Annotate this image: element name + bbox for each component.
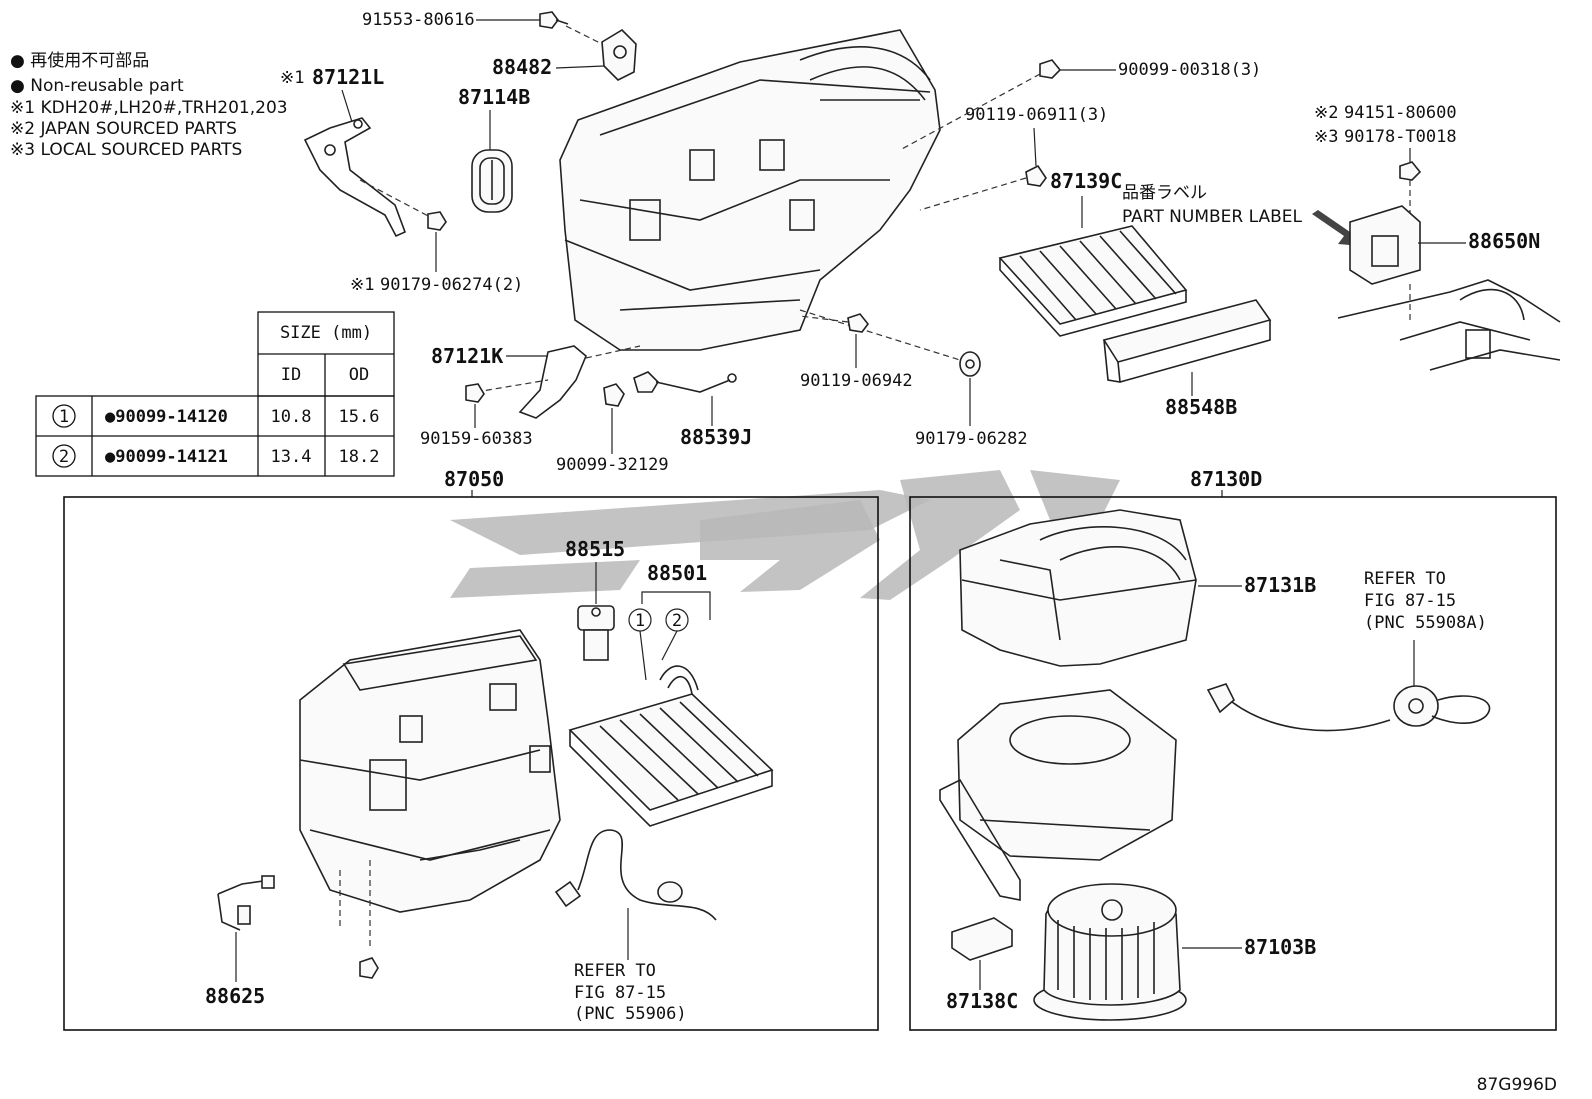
bolt-90119-06942-drawing (847, 313, 870, 333)
label-part-number-label-en: PART NUMBER LABEL (1122, 207, 1302, 227)
bolt-90099-00318-drawing (1039, 59, 1062, 79)
table-row-2-od: 18.2 (339, 447, 380, 467)
legend-line-5: ※3 LOCAL SOURCED PARTS (10, 140, 242, 160)
label-refer-a-line1: REFER TO (1364, 569, 1446, 589)
screw-91553-drawing (539, 11, 569, 29)
label-88482: 88482 (492, 55, 552, 79)
legend-line-3: ※1 KDH20#,LH20#,TRH201,203 (10, 98, 288, 118)
label-88650n: 88650N (1468, 229, 1540, 253)
label-88501: 88501 (647, 561, 707, 585)
label-91553-80616: 91553-80616 (362, 10, 475, 30)
label-94151-note: ※2 (1314, 103, 1338, 123)
bracket-87121l-drawing (303, 117, 447, 238)
label-90178-note: ※3 (1314, 127, 1338, 147)
grommet-87114b-drawing (471, 149, 513, 213)
table-col-od: OD (349, 365, 369, 385)
label-circle-1: 1 (635, 611, 645, 631)
table-row-2-num: 2 (59, 447, 69, 467)
label-88539j: 88539J (680, 425, 752, 449)
label-part-number-label-jp: 品番ラベル (1122, 183, 1207, 203)
box-87130d (909, 496, 1557, 1031)
label-refer-b-line2: FIG 87-15 (574, 983, 666, 1003)
label-refer-b-line1: REFER TO (574, 961, 656, 981)
label-refer-b-line3: (PNC 55906) (574, 1004, 687, 1024)
table-row-1-id: 10.8 (271, 407, 312, 427)
table-row-1-num: 1 (59, 407, 69, 427)
label-refer-a-line2: FIG 87-15 (1364, 591, 1456, 611)
table-row-1-part: ●90099-14120 (105, 407, 228, 427)
evaporator-88501-drawing (568, 665, 774, 827)
blower-case-87131b-drawing (959, 509, 1197, 667)
label-87114b: 87114B (458, 85, 530, 109)
table-size-header: SIZE (mm) (280, 323, 372, 343)
label-90179-06274-note: ※1 (350, 275, 374, 295)
label-90179-06274: 90179-06274(2) (380, 275, 523, 295)
label-87139c: 87139C (1050, 169, 1122, 193)
label-87121l: 87121L (312, 65, 384, 89)
blower-motor-87103b-drawing (1033, 883, 1187, 1021)
bracket-87121k-drawing (518, 345, 587, 419)
module-88650n-drawing (1349, 205, 1421, 285)
clamp-90099-32129-drawing (603, 383, 625, 407)
actuator-88482-drawing (601, 28, 637, 81)
label-circle-2: 2 (672, 611, 682, 631)
nut-90178-drawing (1399, 161, 1422, 181)
resistor-87138c-drawing (951, 917, 1013, 961)
sensor-55906-drawing (554, 829, 717, 921)
table-row-2-id: 13.4 (271, 447, 312, 467)
label-87121l-note: ※1 (280, 68, 304, 88)
heater-unit-top-drawing (559, 29, 941, 351)
bolt-90119-06911-drawing (1025, 164, 1047, 187)
harness-88625-drawing (217, 875, 275, 931)
table-row-1-od: 15.6 (339, 407, 380, 427)
label-90179-06282: 90179-06282 (915, 429, 1028, 449)
cover-88548b-drawing (1102, 299, 1272, 383)
legend: ● 再使用不可部品 ● Non-reusable part ※1 KDH20#,… (10, 50, 288, 160)
label-90119-06911: 90119-06911(3) (965, 105, 1108, 125)
label-87131b: 87131B (1244, 573, 1316, 597)
table-row-2-part: ●90099-14121 (105, 447, 228, 467)
valve-88515-drawing (577, 605, 615, 661)
legend-line-2: ● Non-reusable part (10, 76, 184, 96)
blower-case-lower-drawing (939, 689, 1177, 901)
label-88625: 88625 (205, 984, 265, 1008)
bolt-90159-drawing (465, 383, 485, 403)
box-87050 (63, 496, 879, 1031)
table-col-id: ID (281, 365, 301, 385)
label-88548b: 88548B (1165, 395, 1237, 419)
label-87050: 87050 (444, 467, 504, 491)
heater-unit-87050-drawing (299, 629, 561, 913)
nut-90179-06282-drawing (959, 351, 981, 377)
label-90119-06942: 90119-06942 (800, 371, 913, 391)
label-87103b: 87103B (1244, 935, 1316, 959)
label-90099-00318: 90099-00318(3) (1118, 60, 1261, 80)
label-94151-80600: 94151-80600 (1344, 103, 1457, 123)
label-90099-32129: 90099-32129 (556, 455, 669, 475)
sensor-88539j-drawing (633, 371, 737, 393)
label-87138c: 87138C (946, 989, 1018, 1013)
body-structure-drawing (1337, 279, 1561, 371)
legend-line-4: ※2 JAPAN SOURCED PARTS (10, 119, 237, 139)
label-90159-60383: 90159-60383 (420, 429, 533, 449)
label-90178-t0018: 90178-T0018 (1344, 127, 1457, 147)
bolt-88625-screw-drawing (359, 957, 379, 979)
label-refer-a-line3: (PNC 55908A) (1364, 613, 1487, 633)
figure-code: 87G996D (1477, 1075, 1557, 1095)
label-87130d: 87130D (1190, 467, 1262, 491)
sensor-55908a-drawing (1206, 683, 1491, 732)
legend-line-1: ● 再使用不可部品 (10, 50, 149, 71)
filter-87139c-drawing (998, 225, 1188, 337)
size-table: SIZE (mm) ID OD 1 ●90099-14120 10.8 15.6… (35, 311, 395, 477)
label-87121k: 87121K (431, 344, 503, 368)
label-88515: 88515 (565, 537, 625, 561)
